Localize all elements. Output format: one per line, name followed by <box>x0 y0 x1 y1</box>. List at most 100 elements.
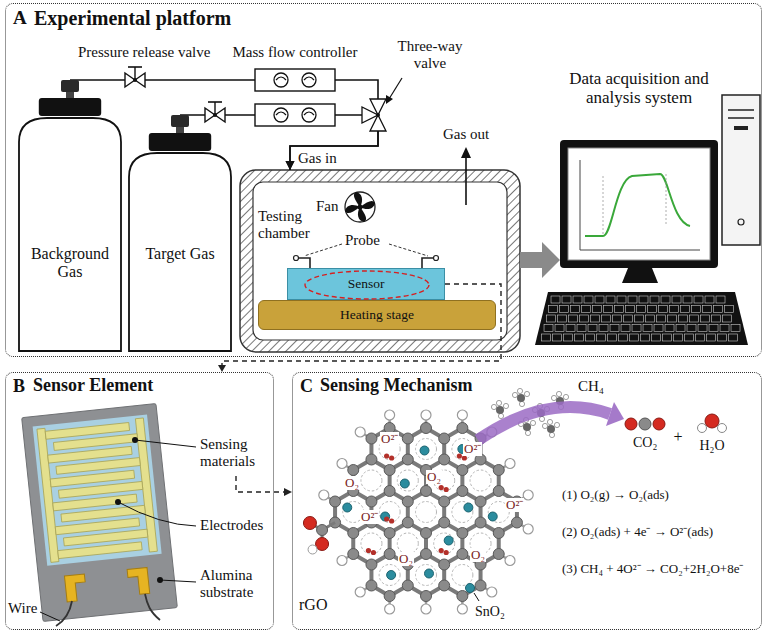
rgo-sno2-structure <box>330 496 341 507</box>
keyboard <box>601 315 610 322</box>
rgo-sno2-structure <box>371 550 376 555</box>
leader-line <box>160 580 196 582</box>
panel-title: Sensor Element <box>33 376 153 396</box>
gas-out-arrow <box>461 147 471 158</box>
leader-line <box>236 476 274 492</box>
rgo-sno2-structure <box>385 604 395 614</box>
rgo-sno2-structure <box>444 550 449 555</box>
rgo-sno2-structure <box>381 512 390 521</box>
rgo-sno2-structure <box>303 517 316 530</box>
rgo-sno2-structure <box>475 496 486 507</box>
probe <box>434 256 439 261</box>
mass-flow-controller <box>276 112 314 115</box>
rgo-sno2-structure <box>385 410 395 420</box>
rgo-sno2-structure <box>400 479 409 488</box>
keyboard <box>650 296 659 303</box>
rgo-sno2-structure <box>439 433 450 444</box>
keyboard <box>689 315 698 322</box>
rgo-sno2-structure <box>457 453 462 458</box>
methane-molecules <box>491 404 496 409</box>
pressure-valve <box>208 101 222 103</box>
methane-molecules <box>549 432 554 437</box>
methane-molecules <box>554 422 559 427</box>
keyboard <box>641 334 650 341</box>
keyboard <box>626 306 635 313</box>
rgo-sno2-structure <box>366 580 377 591</box>
oxygen-label: O²⁻ <box>360 510 379 524</box>
probe-leader <box>304 244 342 256</box>
keyboard <box>696 334 705 341</box>
keyboard <box>652 334 661 341</box>
sensor-substrate <box>64 574 87 602</box>
computer <box>738 219 744 225</box>
rgo-sno2-structure <box>387 571 396 580</box>
rgo-sno2-structure <box>421 410 431 420</box>
fan-icon <box>345 192 375 222</box>
pressure-valve <box>213 113 217 117</box>
leader-line <box>40 612 60 621</box>
rgo-sno2-structure <box>384 528 395 539</box>
keyboard <box>667 315 676 322</box>
oxygen-label: O²⁻ <box>380 432 399 446</box>
rgo-sno2-structure <box>384 486 395 497</box>
keyboard <box>595 296 604 303</box>
probe <box>422 258 434 268</box>
keyboard <box>661 296 670 303</box>
three-way-valve <box>370 115 386 131</box>
system-label: Data acquisition and analysis system <box>546 70 732 107</box>
mass-flow-controller <box>255 104 335 126</box>
rgo-sno2-structure <box>397 470 418 491</box>
keyboard <box>610 325 619 332</box>
keyboard <box>639 296 648 303</box>
probe-leader <box>389 244 428 256</box>
keyboard <box>584 296 593 303</box>
keyboard <box>579 315 588 322</box>
cylinder-shape <box>128 115 232 352</box>
rgo-sno2-structure <box>488 512 497 521</box>
cylinder-shape <box>149 133 211 151</box>
methane-molecules <box>523 423 531 431</box>
molecule-label: CH₄ <box>578 378 604 395</box>
keyboard <box>568 315 577 322</box>
rgo-sno2-structure <box>457 528 468 539</box>
mass-flow-controller <box>276 77 314 80</box>
sensor-substrate <box>63 529 147 546</box>
rgo-sno2-structure <box>421 486 432 497</box>
keyboard <box>557 315 566 322</box>
keyboard <box>632 325 641 332</box>
pressure-valve <box>125 67 225 122</box>
rgo-sno2-structure <box>355 427 365 437</box>
methane-molecules <box>496 400 501 405</box>
mass-flow-controller <box>255 69 335 126</box>
product-molecules <box>639 418 651 430</box>
keyboard <box>637 306 646 313</box>
product-molecules <box>653 418 665 430</box>
rgo-sno2-structure <box>452 565 473 586</box>
rgo-sno2-structure <box>487 587 497 597</box>
keyboard <box>645 315 654 322</box>
rgo-sno2-structure <box>523 524 533 534</box>
leader-line <box>118 502 196 526</box>
keyboard <box>692 306 701 313</box>
pressure-valve <box>133 78 137 82</box>
keyboard <box>571 306 580 313</box>
probe <box>294 256 439 269</box>
keyboard <box>656 315 665 322</box>
methane-molecules <box>496 406 504 414</box>
rgo-sno2-structure <box>384 516 389 521</box>
gas-cylinder: Target Gas <box>128 115 232 352</box>
rgo-sno2-structure <box>523 490 533 500</box>
keyboard <box>628 296 637 303</box>
reaction-arrow <box>606 402 624 426</box>
methane-molecules <box>524 391 529 396</box>
sensor-box: Sensor <box>287 268 445 300</box>
keyboard <box>549 306 558 313</box>
keyboard <box>698 325 707 332</box>
sno2-leader <box>474 593 479 601</box>
rgo-sno2-structure <box>457 486 468 497</box>
rgo-sno2-structure <box>316 538 329 551</box>
keyboard <box>711 315 720 322</box>
stage-label: Heating stage <box>259 301 495 329</box>
rgo-sno2-structure <box>337 459 347 469</box>
rgo-sno2-structure <box>511 517 522 528</box>
